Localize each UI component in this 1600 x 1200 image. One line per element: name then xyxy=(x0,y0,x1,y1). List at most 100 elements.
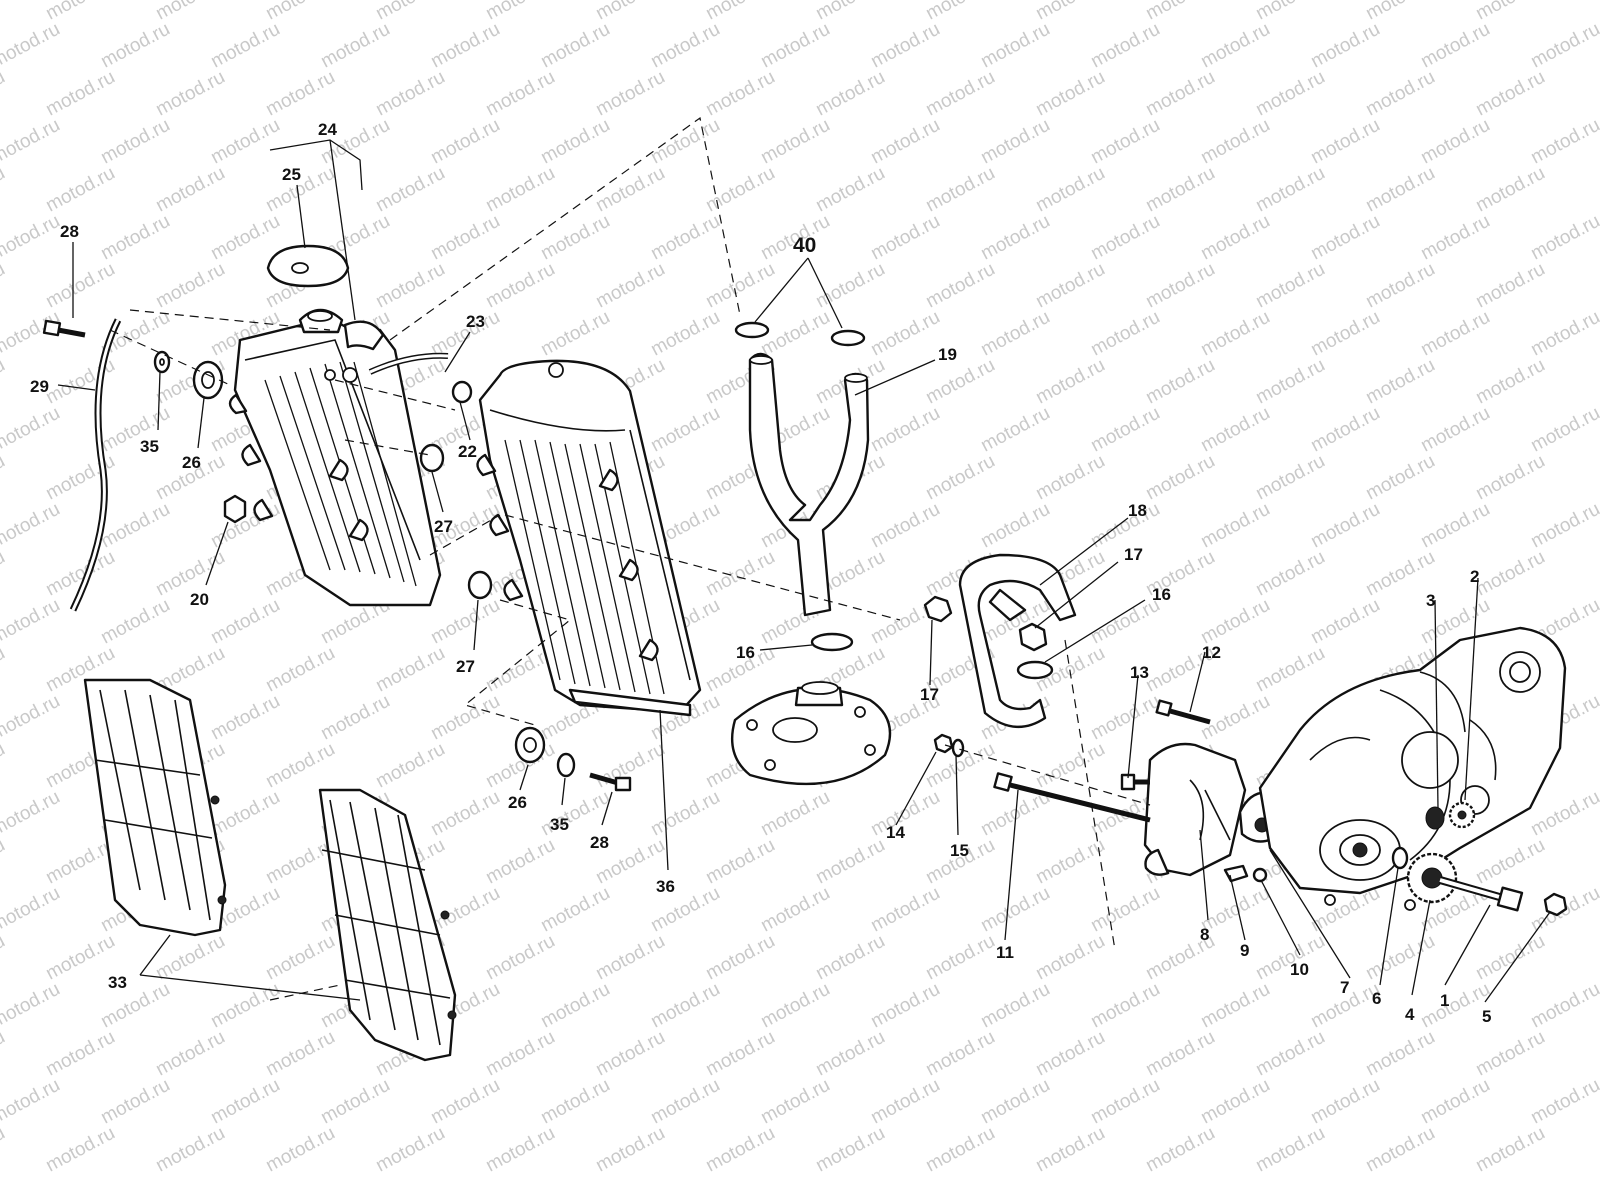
callout-25: 25 xyxy=(282,165,301,184)
watermark-text: motod.ru xyxy=(867,115,943,169)
watermark-text: motod.ru xyxy=(482,163,558,217)
callout-10: 10 xyxy=(1290,960,1309,979)
watermark-text: motod.ru xyxy=(1032,835,1108,889)
pump-shaft-1 xyxy=(1438,876,1524,912)
watermark-text: motod.ru xyxy=(977,403,1053,457)
watermark-text: motod.ru xyxy=(867,499,943,553)
watermark-text: motod.ru xyxy=(1307,499,1383,553)
watermark-text: motod.ru xyxy=(1142,163,1218,217)
bolt-lower xyxy=(589,772,632,792)
watermark-text: motod.ru xyxy=(482,835,558,889)
watermark-text: motod.ru xyxy=(0,499,64,553)
callout-28-lower: 28 xyxy=(590,833,609,852)
watermark-text: motod.ru xyxy=(97,499,173,553)
watermark-text: motod.ru xyxy=(0,0,9,24)
watermark-text: motod.ru xyxy=(702,67,778,121)
watermark-text: motod.ru xyxy=(1087,211,1163,265)
watermark-text: motod.ru xyxy=(812,1027,888,1081)
watermark-text: motod.ru xyxy=(1252,1027,1328,1081)
callout-5: 5 xyxy=(1482,1007,1491,1026)
watermark-text: motod.ru xyxy=(1527,787,1600,841)
watermark-text: motod.ru xyxy=(427,883,503,937)
watermark-text: motod.ru xyxy=(757,1075,833,1129)
watermark-text: motod.ru xyxy=(1472,835,1548,889)
elbow-hose xyxy=(958,553,1077,729)
watermark-text: motod.ru xyxy=(757,883,833,937)
watermark-text: motod.ru xyxy=(1197,115,1273,169)
watermark-text: motod.ru xyxy=(0,355,9,409)
watermark-text: motod.ru xyxy=(592,67,668,121)
watermark-text: motod.ru xyxy=(1307,307,1383,361)
watermark-text: motod.ru xyxy=(1032,451,1108,505)
watermark-text: motod.ru xyxy=(1197,403,1273,457)
watermark-text: motod.ru xyxy=(1032,1123,1108,1177)
watermark-text: motod.ru xyxy=(1362,1027,1438,1081)
watermark-text: motod.ru xyxy=(0,691,64,745)
watermark-text: motod.ru xyxy=(1307,115,1383,169)
watermark-text: motod.ru xyxy=(317,1075,393,1129)
watermark-text: motod.ru xyxy=(1417,211,1493,265)
watermark-text: motod.ru xyxy=(1087,307,1163,361)
watermark-text: motod.ru xyxy=(0,835,9,889)
callout-33: 33 xyxy=(108,973,127,992)
watermark-text: motod.ru xyxy=(812,163,888,217)
watermark-text: motod.ru xyxy=(757,115,833,169)
watermark-text: motod.ru xyxy=(427,1075,503,1129)
watermark-text: motod.ru xyxy=(1087,115,1163,169)
watermark-text: motod.ru xyxy=(482,67,558,121)
watermark-text: motod.ru xyxy=(1087,979,1163,1033)
watermark-text: motod.ru xyxy=(977,307,1053,361)
watermark-text: motod.ru xyxy=(1087,691,1163,745)
watermark-text: motod.ru xyxy=(1252,259,1328,313)
watermark-text: motod.ru xyxy=(1252,1123,1328,1177)
watermark-text: motod.ru xyxy=(1197,19,1273,73)
watermark-text: motod.ru xyxy=(1362,355,1438,409)
watermark-text: motod.ru xyxy=(977,115,1053,169)
callout-20: 20 xyxy=(190,590,209,609)
watermark-text: motod.ru xyxy=(702,835,778,889)
watermark-text: motod.ru xyxy=(1142,67,1218,121)
callout-7: 7 xyxy=(1340,978,1349,997)
watermark-text: motod.ru xyxy=(1252,163,1328,217)
watermark-text: motod.ru xyxy=(1527,115,1600,169)
watermark-text: motod.ru xyxy=(867,211,943,265)
callout-22: 22 xyxy=(458,442,477,461)
watermark-text: motod.ru xyxy=(1417,19,1493,73)
watermark-text: motod.ru xyxy=(1032,739,1108,793)
watermark-text: motod.ru xyxy=(1472,931,1548,985)
watermark-text: motod.ru xyxy=(1142,259,1218,313)
watermark-text: motod.ru xyxy=(0,1075,64,1129)
watermark-text: motod.ru xyxy=(1197,307,1273,361)
watermark-text: motod.ru xyxy=(1362,163,1438,217)
watermark-text: motod.ru xyxy=(1032,163,1108,217)
callout-2: 2 xyxy=(1470,567,1479,586)
watermark-text: motod.ru xyxy=(647,211,723,265)
watermark-text: motod.ru xyxy=(1142,1123,1218,1177)
watermark-text: motod.ru xyxy=(152,163,228,217)
watermark-text: motod.ru xyxy=(592,931,668,985)
watermark-text: motod.ru xyxy=(867,19,943,73)
grommet-27-upper xyxy=(419,443,445,473)
callout-18: 18 xyxy=(1128,501,1147,520)
watermark-text: motod.ru xyxy=(207,691,283,745)
watermark-text: motod.ru xyxy=(262,643,338,697)
watermark-text: motod.ru xyxy=(1472,1123,1548,1177)
watermark-text: motod.ru xyxy=(1527,211,1600,265)
watermark-text: motod.ru xyxy=(1197,595,1273,649)
watermark-text: motod.ru xyxy=(1527,19,1600,73)
hose-clamp-16-right xyxy=(1016,660,1054,680)
watermark-text: motod.ru xyxy=(922,259,998,313)
watermark-text: motod.ru xyxy=(0,787,64,841)
bolt-upper-left xyxy=(42,319,86,338)
watermark-text: motod.ru xyxy=(702,163,778,217)
callout-23: 23 xyxy=(466,312,485,331)
watermark-text: motod.ru xyxy=(1032,355,1108,409)
watermark-text: motod.ru xyxy=(262,739,338,793)
watermark-text: motod.ru xyxy=(812,67,888,121)
callout-17-right: 17 xyxy=(1124,545,1143,564)
watermark-text: motod.ru xyxy=(1307,211,1383,265)
watermark-text: motod.ru xyxy=(867,979,943,1033)
watermark-text: motod.ru xyxy=(427,115,503,169)
watermark-text: motod.ru xyxy=(0,1027,9,1081)
watermark-text: motod.ru xyxy=(0,739,9,793)
